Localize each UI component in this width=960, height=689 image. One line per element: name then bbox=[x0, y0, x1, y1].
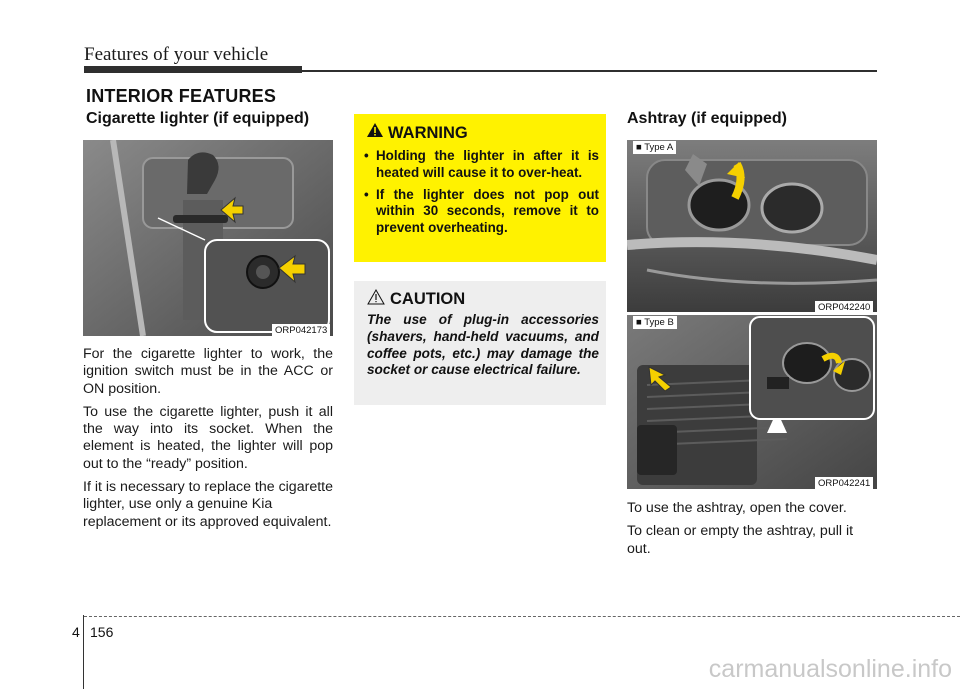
ashtray-body: To use the ashtray, open the cover. To c… bbox=[627, 500, 877, 564]
page-number: 156 bbox=[90, 624, 114, 640]
chapter-number: 4 bbox=[72, 624, 80, 640]
ashtray-photo-a-code: ORP042240 bbox=[815, 301, 874, 314]
warning-triangle-icon bbox=[367, 123, 383, 137]
warning-list: Holding the lighter in after it is heate… bbox=[363, 148, 599, 242]
ashtray-type-a-label: ■ Type A bbox=[633, 141, 677, 154]
ashtray-paragraph: To clean or empty the ashtray, pull it o… bbox=[627, 523, 854, 557]
section-title: INTERIOR FEATURES bbox=[86, 86, 277, 106]
header-bar bbox=[84, 66, 302, 73]
ashtray-paragraph: To use the ashtray, open the cover. bbox=[627, 500, 847, 516]
warning-title: WARNING bbox=[388, 124, 468, 142]
header-rule bbox=[302, 70, 877, 72]
warning-item: If the lighter does not pop out within 3… bbox=[363, 187, 599, 237]
ashtray-photo-a-image bbox=[627, 140, 877, 312]
lighter-photo bbox=[83, 140, 333, 336]
ashtray-photo-b-image bbox=[627, 315, 877, 489]
caution-title: CAUTION bbox=[390, 290, 466, 308]
caution-text: The use of plug-in accessories (shavers,… bbox=[367, 312, 599, 378]
footer-dashed-rule bbox=[84, 616, 960, 617]
ashtray-photo-type-a bbox=[627, 140, 877, 312]
lighter-heading: Cigarette lighter (if equipped) bbox=[86, 110, 310, 127]
warning-item: Holding the lighter in after it is heate… bbox=[363, 148, 599, 182]
watermark: carmanualsonline.info bbox=[708, 655, 952, 683]
lighter-photo-image bbox=[83, 140, 333, 336]
ashtray-photo-b-code: ORP042241 bbox=[815, 477, 874, 490]
ashtray-photo-type-b bbox=[627, 315, 877, 489]
ashtray-type-b-label: ■ Type B bbox=[633, 316, 677, 329]
page-header-title: Features of your vehicle bbox=[84, 44, 269, 65]
lighter-paragraph: If it is necessary to replace the cigare… bbox=[83, 479, 333, 530]
lighter-photo-code: ORP042173 bbox=[272, 324, 331, 337]
ashtray-heading: Ashtray (if equipped) bbox=[627, 110, 788, 127]
caution-box bbox=[354, 281, 606, 405]
lighter-paragraph: For the cigarette lighter to work, the i… bbox=[83, 346, 333, 397]
caution-triangle-icon bbox=[367, 289, 385, 305]
lighter-paragraph: To use the cigarette lighter, push it al… bbox=[83, 403, 333, 472]
footer-divider bbox=[83, 615, 84, 689]
lighter-body: For the cigarette lighter to work, the i… bbox=[83, 346, 333, 537]
